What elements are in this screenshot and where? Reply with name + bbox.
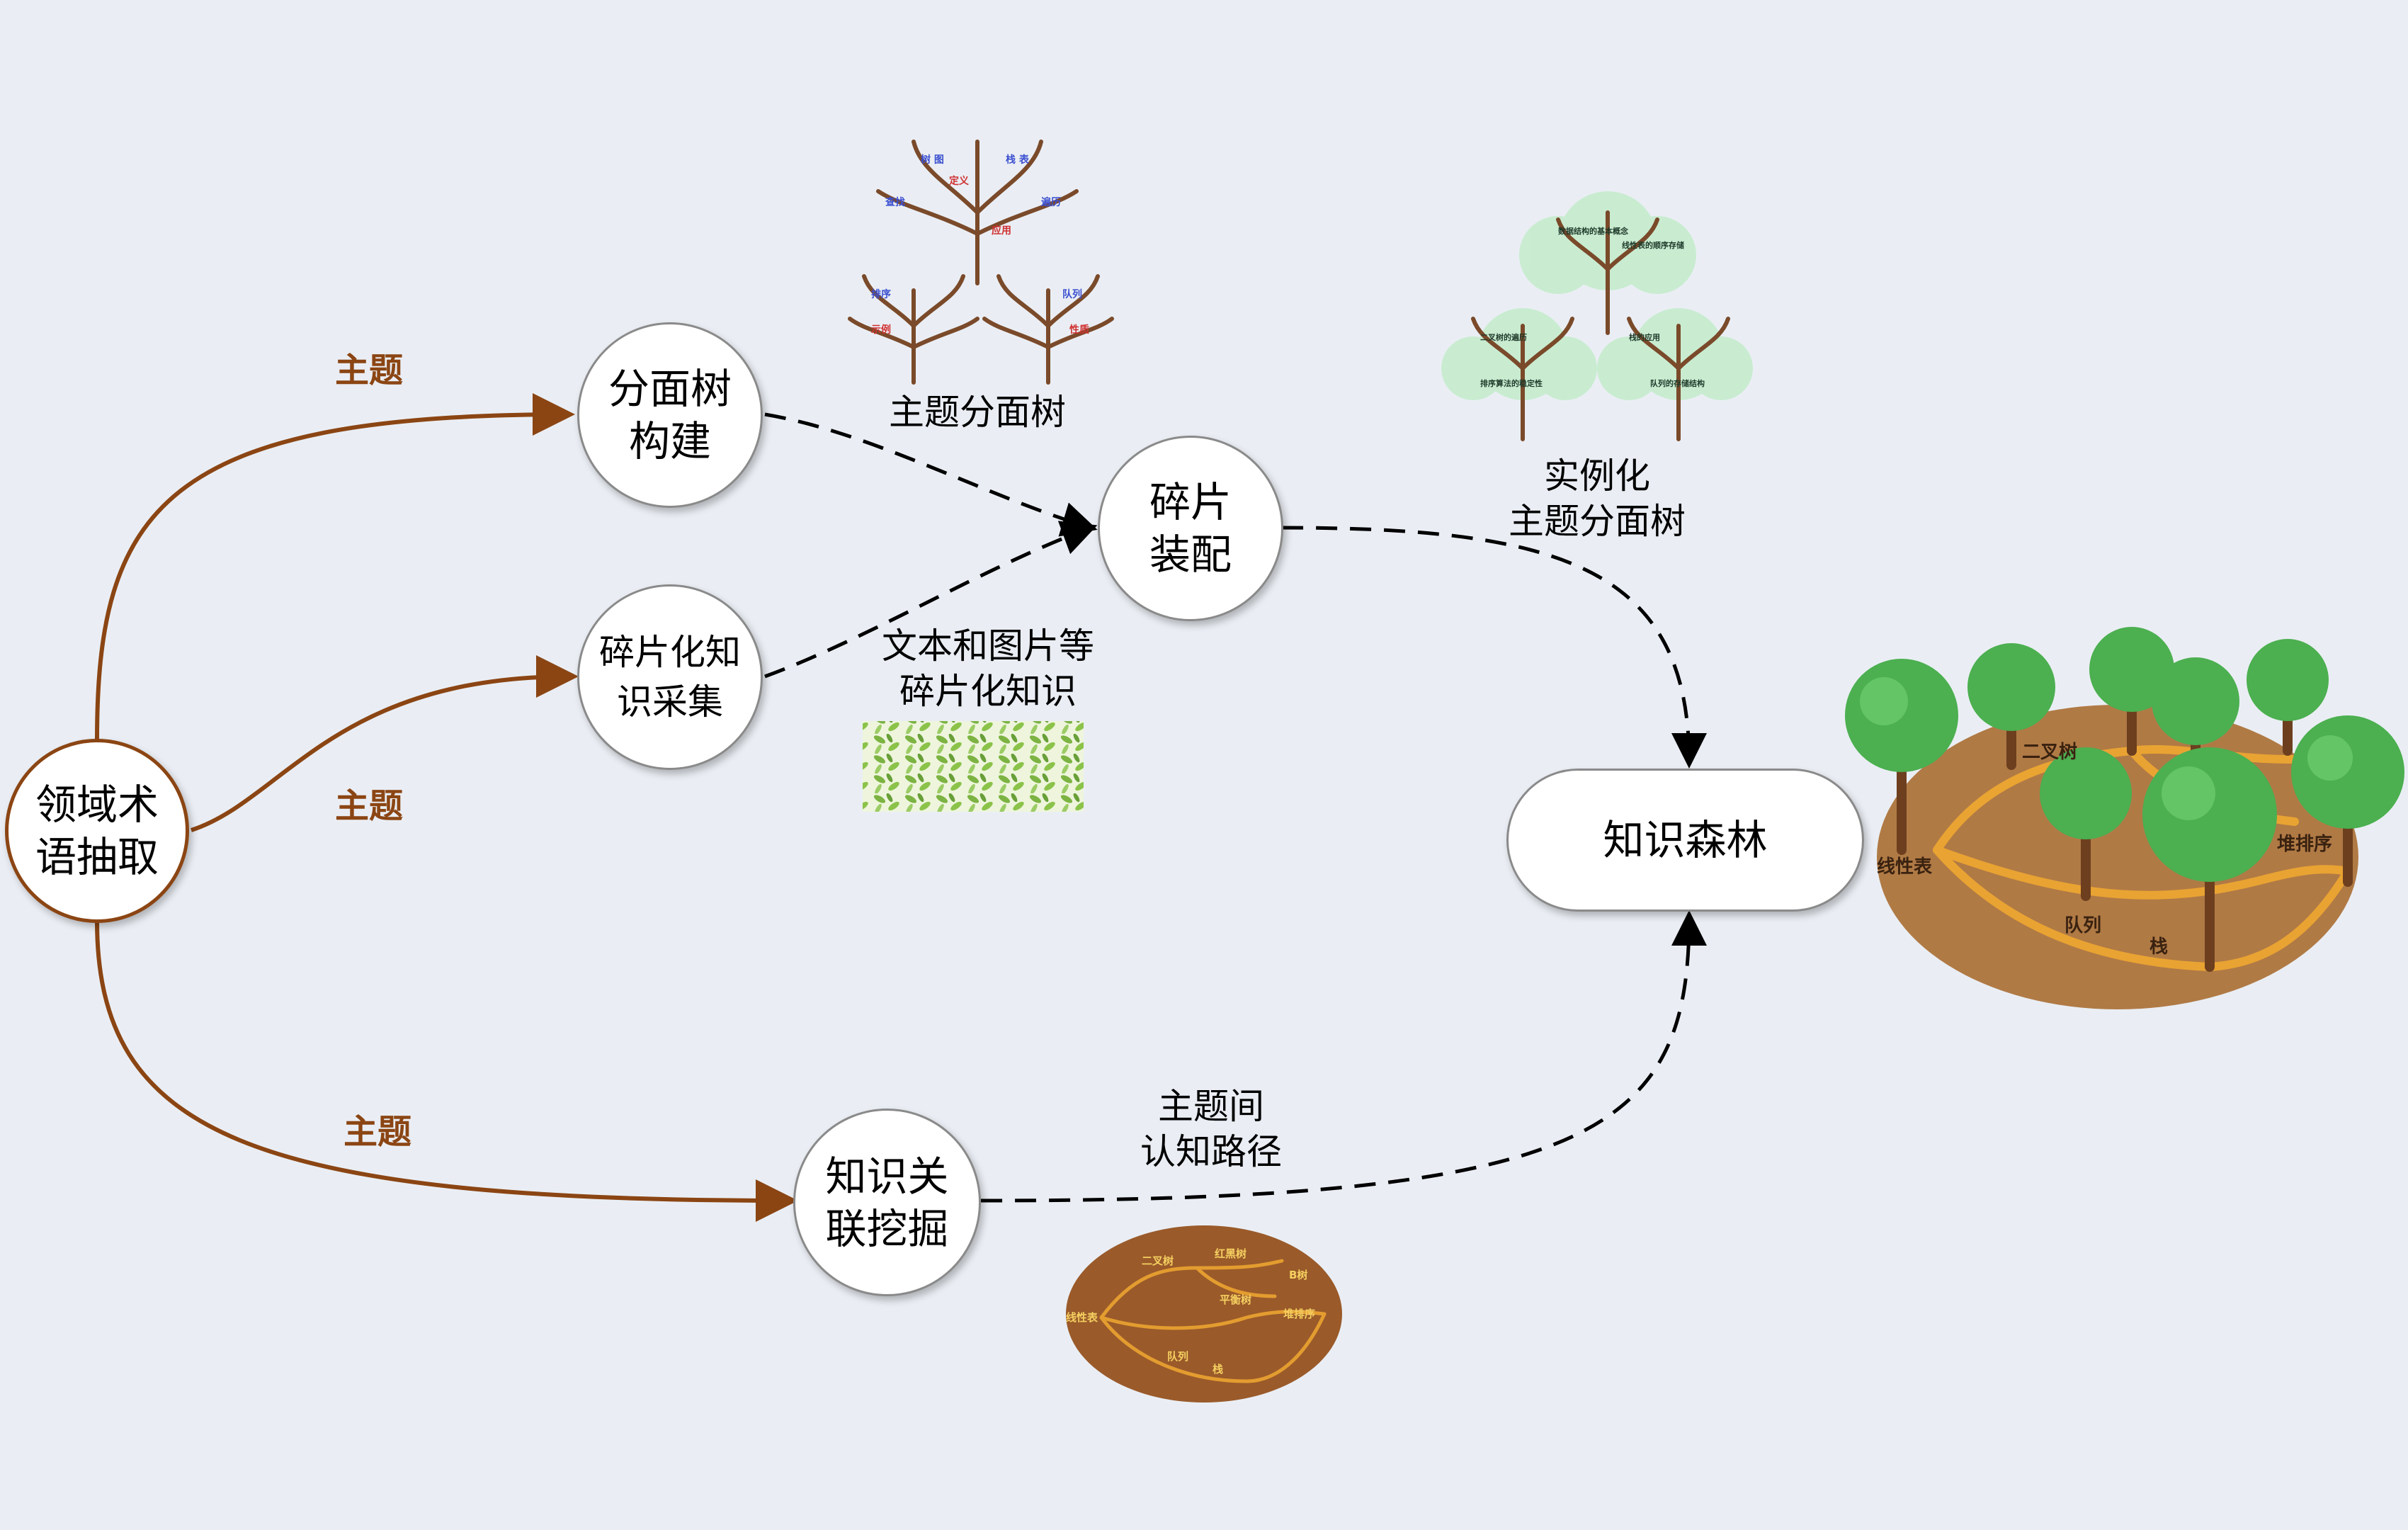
dashed-arrow-fragment-to-assembly — [764, 521, 1098, 679]
dashed-arrow-tree-to-assembly — [764, 412, 1098, 537]
path-label-binary-tree: 二叉树 — [1142, 1254, 1174, 1267]
node-term-extraction-line1: 领域术 — [35, 781, 159, 829]
forest-label-stack: 栈 — [2149, 936, 2168, 958]
svg-text:栈 表: 栈 表 — [1006, 154, 1030, 166]
path-label-balanced-tree: 平衡树 — [1220, 1293, 1251, 1306]
forest-label-binary-tree: 二叉树 — [2022, 742, 2077, 763]
node-facet-tree-build-line1: 分面树 — [608, 365, 732, 413]
path-label-linear-list: 线性表 — [1066, 1311, 1098, 1324]
path-label-rb-tree: 红黑树 — [1215, 1247, 1246, 1260]
svg-text:性质: 性质 — [1069, 324, 1089, 336]
annotation-fragment-knowledge-line1: 文本和图片等 — [882, 625, 1094, 667]
svg-text:栈的应用: 栈的应用 — [1629, 332, 1660, 342]
annotation-topic-facet-tree: 主题分面树 — [850, 390, 1105, 435]
edge-label-topic-upper: 主题 — [335, 351, 404, 390]
path-label-stack: 栈 — [1212, 1363, 1223, 1376]
forest-label-heap-sort: 堆排序 — [2277, 833, 2332, 855]
annotation-instantiated-tree-line1: 实例化 — [1544, 455, 1650, 497]
svg-text:树 图: 树 图 — [921, 154, 944, 166]
svg-text:队列: 队列 — [1062, 288, 1082, 300]
node-fragment-collect-line2: 识采集 — [617, 681, 723, 722]
annotation-cognitive-path-line1: 主题间 — [1158, 1086, 1264, 1127]
fragment-knowledge-image — [863, 721, 1084, 812]
svg-text:示例: 示例 — [871, 324, 891, 336]
svg-text:二叉树的遍历: 二叉树的遍历 — [1480, 332, 1527, 342]
annotation-cognitive-path-line2: 认知路径 — [1140, 1131, 1282, 1172]
node-term-extraction-line2: 语抽取 — [35, 833, 159, 881]
topic-arrow-lower — [95, 920, 798, 1222]
node-fragment-assembly[interactable]: 碎片 装配 — [1098, 436, 1283, 621]
dashed-arrow-mining-to-forest — [980, 910, 1707, 1203]
node-term-extraction[interactable]: 领域术 语抽取 — [5, 739, 189, 923]
knowledge-forest-illustration: 二叉树 线性表 队列 栈 堆排序 — [1845, 627, 2404, 1009]
annotation-topic-facet-tree-text: 主题分面树 — [889, 392, 1066, 433]
svg-text:排序: 排序 — [871, 288, 891, 300]
annotation-cognitive-path: 主题间 认知路径 — [1084, 1084, 1339, 1174]
cognitive-path-map-illustration: 二叉树 红黑树 B树 平衡树 堆排序 线性表 队列 栈 — [1066, 1225, 1342, 1402]
svg-text:数据结构的基本概念: 数据结构的基本概念 — [1558, 226, 1629, 236]
edge-label-topic-lower: 主题 — [343, 1112, 412, 1152]
node-relation-mining-line1: 知识关 — [825, 1152, 949, 1201]
topic-arrow-upper — [95, 393, 575, 741]
svg-text:查找: 查找 — [885, 196, 905, 208]
annotation-fragment-knowledge: 文本和图片等 碎片化知识 — [846, 623, 1130, 714]
annotation-fragment-knowledge-line2: 碎片化知识 — [899, 671, 1077, 712]
annotation-instantiated-tree: 实例化 主题分面树 — [1470, 453, 1725, 544]
node-facet-tree-build-line2: 构建 — [628, 417, 711, 465]
node-facet-tree-build[interactable]: 分面树 构建 — [577, 322, 763, 508]
edge-label-topic-middle: 主题 — [335, 786, 404, 826]
svg-text:线性表的顺序存储: 线性表的顺序存储 — [1622, 240, 1684, 250]
node-relation-mining-line2: 联挖掘 — [825, 1204, 949, 1253]
node-fragment-assembly-line2: 装配 — [1149, 531, 1232, 579]
node-knowledge-forest[interactable]: 知识森林 — [1506, 769, 1864, 912]
svg-text:定义: 定义 — [949, 175, 969, 187]
node-fragment-assembly-line1: 碎片 — [1149, 478, 1232, 526]
svg-text:应用: 应用 — [992, 225, 1011, 237]
node-fragment-collect[interactable]: 碎片化知 识采集 — [577, 584, 763, 770]
forest-label-linear-list: 线性表 — [1877, 856, 1933, 878]
node-fragment-collect-line1: 碎片化知 — [599, 632, 741, 673]
path-label-b-tree: B树 — [1289, 1269, 1307, 1281]
node-knowledge-forest-label: 知识森林 — [1603, 816, 1768, 864]
annotation-instantiated-tree-line2: 主题分面树 — [1509, 501, 1686, 542]
svg-text:排序算法的稳定性: 排序算法的稳定性 — [1480, 378, 1543, 388]
node-relation-mining[interactable]: 知识关 联挖掘 — [793, 1109, 981, 1296]
dashed-arrow-assembly-to-forest — [1281, 526, 1707, 769]
svg-text:遍历: 遍历 — [1040, 196, 1061, 208]
path-label-heap-sort: 堆排序 — [1283, 1308, 1315, 1320]
topic-arrow-middle — [191, 655, 579, 832]
svg-text:队列的存储结构: 队列的存储结构 — [1650, 378, 1705, 388]
path-label-queue: 队列 — [1167, 1350, 1188, 1363]
forest-label-queue: 队列 — [2065, 915, 2101, 936]
